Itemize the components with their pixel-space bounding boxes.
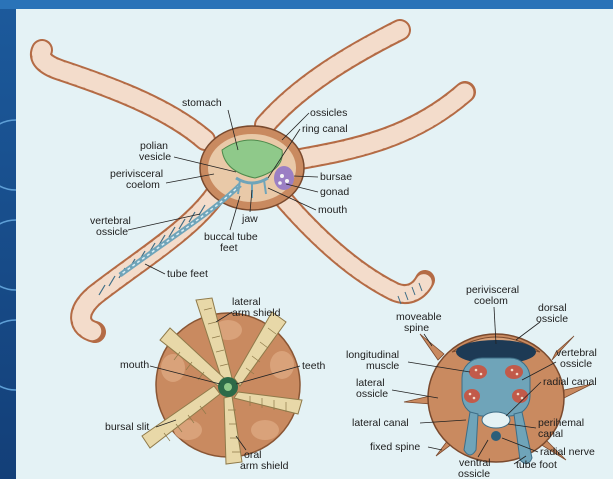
- brittle-star-main: [41, 30, 465, 332]
- label-tube-foot: tube foot: [516, 459, 557, 471]
- top-bar: [0, 0, 613, 9]
- bursae-shape: [274, 166, 294, 190]
- label-lateral-ossicle-2: ossicle: [356, 388, 388, 400]
- label-fixed-spine: fixed spine: [370, 441, 420, 453]
- label-buccal-2: feet: [220, 242, 238, 254]
- label-tube-feet: tube feet: [167, 268, 208, 280]
- label-radial-nerve: radial nerve: [540, 446, 595, 458]
- moveable-spine-shape: [420, 334, 444, 360]
- brittle-star-anatomy: stomach ossicles ring canal polian vesic…: [16, 9, 613, 479]
- decorative-swirl: [0, 100, 16, 400]
- label-cs-perivisceral-2: coelom: [474, 295, 508, 307]
- label-perivisceral-2: coelom: [126, 179, 160, 191]
- oral-view: [142, 298, 302, 464]
- longitudinal-muscle-shape: [469, 365, 487, 379]
- label-lateral-canal: lateral canal: [352, 417, 409, 429]
- label-cs-vertebral-2: ossicle: [560, 358, 592, 370]
- label-ring-canal: ring canal: [302, 123, 348, 135]
- label-mouth: mouth: [318, 204, 347, 216]
- diagram-panel: stomach ossicles ring canal polian vesic…: [16, 9, 613, 479]
- label-teeth: teeth: [302, 360, 326, 372]
- label-gonad: gonad: [320, 186, 349, 198]
- radial-canal-shape: [482, 412, 510, 428]
- label-polian-2: vesicle: [139, 151, 171, 163]
- label-lateral-arm-shield-2: arm shield: [232, 307, 281, 319]
- label-vertebral-2: ossicle: [96, 226, 128, 238]
- label-ossicles: ossicles: [310, 107, 347, 119]
- label-moveable-spine-2: spine: [404, 322, 429, 334]
- label-bursal-slit: bursal slit: [105, 421, 149, 433]
- label-ventral-ossicle-2: ossicle: [458, 468, 490, 479]
- label-radial-canal: radial canal: [543, 376, 597, 388]
- label-perihemal-2: canal: [538, 428, 563, 440]
- label-bursae: bursae: [320, 171, 352, 183]
- label-dorsal-ossicle-2: ossicle: [536, 313, 568, 325]
- label-oral-arm-shield-2: arm shield: [240, 460, 289, 472]
- label-jaw: jaw: [241, 213, 258, 225]
- label-longitudinal-2: muscle: [366, 360, 399, 372]
- label-oral-mouth: mouth: [120, 359, 149, 371]
- radial-nerve-shape: [491, 431, 501, 441]
- label-stomach: stomach: [182, 97, 222, 109]
